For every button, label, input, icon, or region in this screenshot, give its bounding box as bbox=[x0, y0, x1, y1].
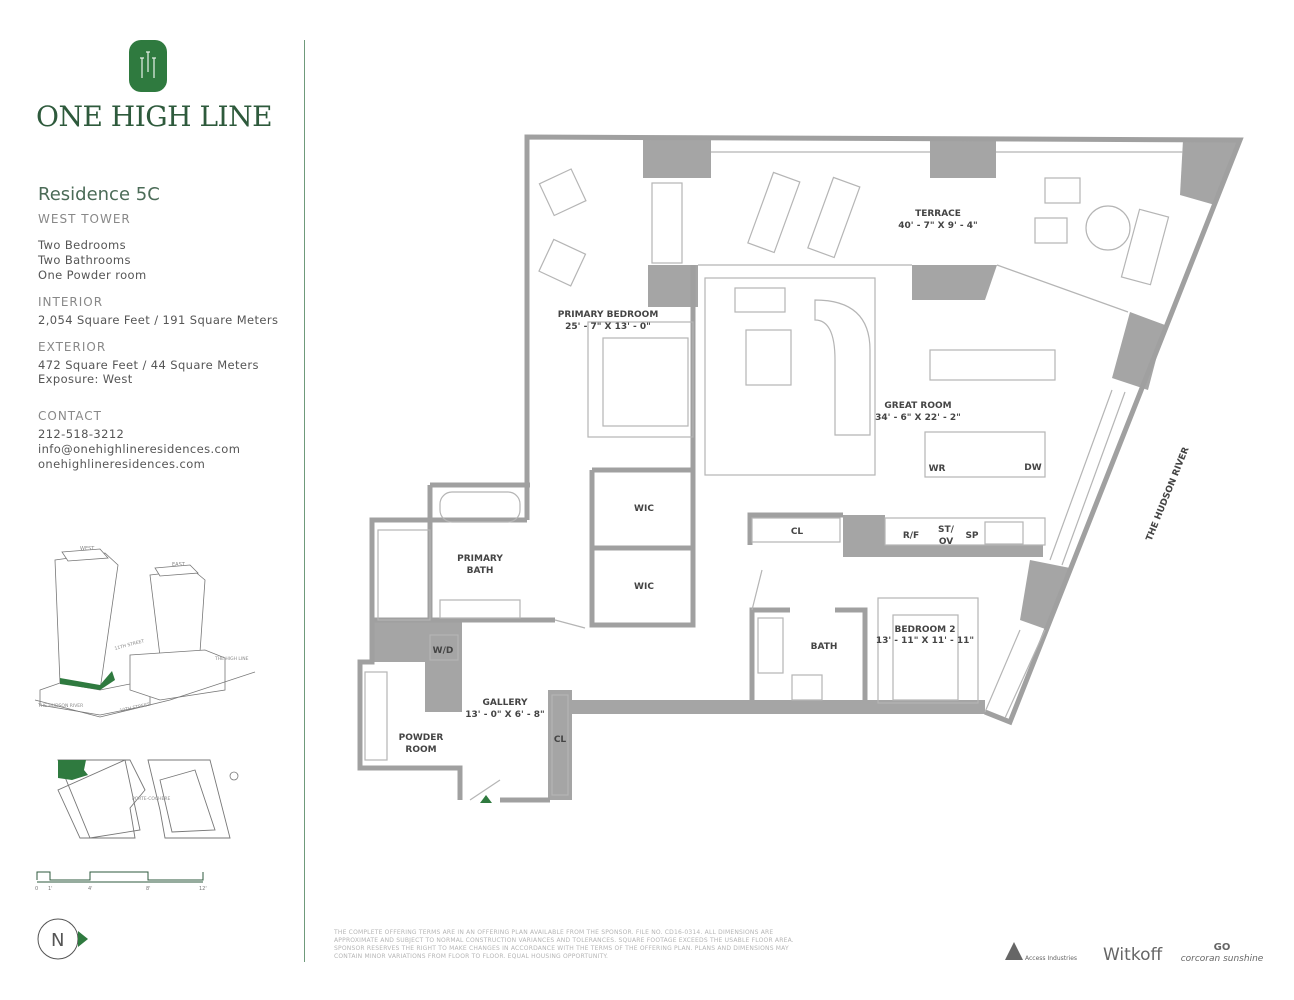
bedroom-2-label: BEDROOM 2 bbox=[894, 625, 955, 635]
hudson-river-label: THE HUDSON RIVER bbox=[1145, 446, 1192, 543]
wic-label-2: WIC bbox=[634, 582, 654, 592]
phone-link[interactable]: 212-518-3212 bbox=[38, 427, 125, 441]
great-room-label: GREAT ROOM bbox=[884, 401, 951, 411]
powder-room-label-1: POWDER bbox=[399, 733, 444, 743]
label-west: WEST bbox=[80, 546, 95, 552]
wine-refrigerator-label: WR bbox=[929, 464, 946, 474]
terrace-label: TERRACE bbox=[915, 209, 961, 219]
site-plan bbox=[57, 759, 231, 839]
residence-title: Residence 5C bbox=[38, 184, 160, 205]
partner-corcoran-sunshine: corcoran sunshine bbox=[1181, 954, 1264, 964]
vertical-divider bbox=[304, 40, 305, 962]
refrigerator-freezer-label: R/F bbox=[903, 531, 919, 541]
brand-name: ONE HIGH LINE bbox=[36, 100, 273, 133]
exterior-label: EXTERIOR bbox=[38, 340, 107, 354]
partner-access-industries: Access Industries bbox=[1025, 955, 1077, 962]
scale-tick-8: 8' bbox=[146, 886, 151, 892]
washer-dryer-label: W/D bbox=[433, 646, 454, 656]
bedroom-2-dims: 13' - 11" X 11' - 11" bbox=[876, 636, 974, 646]
feature-bathrooms: Two Bathrooms bbox=[38, 253, 131, 267]
interior-label: INTERIOR bbox=[38, 295, 104, 309]
key-plan-graphics: WEST EAST 11TH STREET THE HIGH LINE THE … bbox=[34, 546, 256, 960]
website-link[interactable]: onehighlineresidences.com bbox=[38, 457, 206, 471]
dishwasher-label: DW bbox=[1024, 463, 1041, 473]
stove-oven-label-1: ST/ bbox=[938, 525, 955, 535]
wic-label-1: WIC bbox=[634, 504, 654, 514]
primary-bath-label-2: BATH bbox=[467, 566, 494, 576]
scale-tick-0: 0 bbox=[35, 886, 38, 892]
scale-tick-1: 1' bbox=[48, 886, 53, 892]
primary-bath-label-1: PRIMARY bbox=[457, 554, 503, 564]
terrace-dims: 40' - 7" X 9' - 4" bbox=[898, 221, 977, 231]
stove-oven-label-2: OV bbox=[939, 537, 953, 547]
compass-label: N bbox=[51, 930, 64, 951]
entry-marker-icon bbox=[480, 795, 492, 803]
interior-value: 2,054 Square Feet / 191 Square Meters bbox=[38, 313, 279, 327]
unit-highlight bbox=[60, 671, 115, 690]
corcoran-logo-mark: GO bbox=[1214, 942, 1231, 953]
closet-label-2: CL bbox=[554, 735, 567, 745]
closet-label-1: CL bbox=[791, 527, 804, 537]
primary-bedroom-label: PRIMARY BEDROOM bbox=[558, 310, 659, 320]
powder-room-label-2: ROOM bbox=[405, 745, 436, 755]
label-high-line: THE HIGH LINE bbox=[214, 656, 249, 662]
compass-arrow-icon bbox=[78, 931, 88, 947]
label-hudson: THE HUDSON RIVER bbox=[37, 703, 83, 709]
bath-label: BATH bbox=[811, 642, 838, 652]
glazing-and-fixtures bbox=[364, 151, 1183, 801]
feature-bedrooms: Two Bedrooms bbox=[38, 238, 127, 252]
legal-disclaimer: THE COMPLETE OFFERING TERMS ARE IN AN OF… bbox=[334, 929, 794, 960]
tower-label: WEST TOWER bbox=[38, 212, 131, 226]
great-room-dims: 34' - 6" X 22' - 2" bbox=[875, 413, 961, 423]
contact-label: CONTACT bbox=[38, 409, 102, 423]
tower-axonometric bbox=[34, 548, 256, 718]
exposure: Exposure: West bbox=[38, 372, 133, 386]
access-industries-logo-icon bbox=[1005, 942, 1023, 960]
label-porte-cochere: PORTE-COCHERE bbox=[132, 796, 170, 802]
scale-tick-4: 4' bbox=[88, 886, 93, 892]
one-high-line-logo-mark bbox=[129, 40, 167, 92]
gallery-dims: 13' - 0" X 6' - 8" bbox=[465, 710, 544, 720]
feature-powder-room: One Powder room bbox=[38, 268, 147, 282]
gallery-label: GALLERY bbox=[483, 698, 528, 708]
scale-bar bbox=[36, 871, 204, 883]
site-compass-icon bbox=[229, 771, 239, 781]
scale-tick-12: 12' bbox=[199, 886, 207, 892]
exterior-value: 472 Square Feet / 44 Square Meters bbox=[38, 358, 259, 372]
email-link[interactable]: info@onehighlineresidences.com bbox=[38, 442, 241, 456]
sp-label: SP bbox=[965, 531, 978, 541]
site-unit-highlight bbox=[58, 760, 88, 780]
partner-witkoff: Witkoff bbox=[1103, 945, 1163, 965]
label-east: EAST bbox=[172, 562, 186, 568]
primary-bedroom-dims: 25' - 7" X 13' - 0" bbox=[565, 322, 651, 332]
